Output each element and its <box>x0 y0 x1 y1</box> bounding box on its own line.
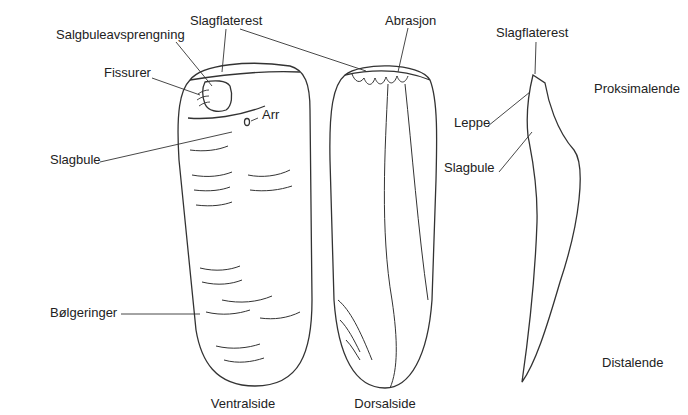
bulb-curve <box>188 106 265 119</box>
part-label: Bølgeringer <box>50 305 117 320</box>
part-label: Fissurer <box>104 65 151 80</box>
part-label: Ventralside <box>211 396 275 411</box>
part-label: Slagflaterest <box>190 13 262 28</box>
dorsal-ridges <box>338 84 428 388</box>
fissures <box>197 90 210 106</box>
part-label: Slagbule <box>50 152 101 167</box>
part-label: Arr <box>262 107 279 122</box>
part-label: Abrasjon <box>385 13 436 28</box>
part-label: Salgbuleavsprengning <box>56 27 185 42</box>
leader-lines <box>100 28 536 314</box>
ripple-rings <box>190 146 300 362</box>
part-label: Dorsalside <box>354 396 415 411</box>
dorsal-outline <box>330 66 437 388</box>
abrasion-marks <box>352 74 408 84</box>
part-label: Slagflaterest <box>496 25 568 40</box>
ventral-outline <box>178 63 312 386</box>
part-label: Leppe <box>454 115 490 130</box>
profile-outline <box>522 75 580 382</box>
part-label: Slagbule <box>444 160 495 175</box>
dorsal-platform <box>345 71 430 80</box>
arr-scar <box>245 119 250 126</box>
part-label: Distalende <box>602 355 663 370</box>
part-label: Proksimalende <box>594 81 680 96</box>
